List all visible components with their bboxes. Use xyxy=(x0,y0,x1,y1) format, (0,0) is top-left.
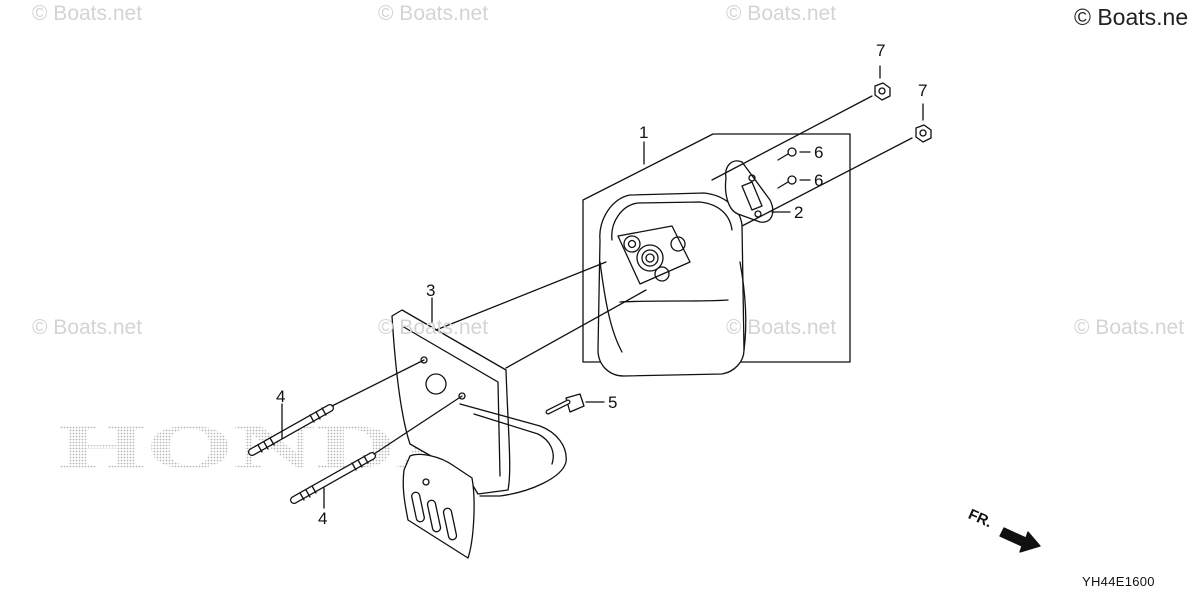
bolt xyxy=(545,393,605,415)
nut-lower xyxy=(915,124,932,143)
leader-nut-lower xyxy=(741,137,913,227)
watermark: © Boats.net xyxy=(378,316,489,339)
callout-nut-lower: 7 xyxy=(918,81,928,100)
callout-gasket: 2 xyxy=(794,203,804,222)
stud-upper xyxy=(248,359,425,456)
gasket xyxy=(724,160,774,223)
leader-shield-muffler-a xyxy=(435,261,607,331)
front-direction-arrow xyxy=(999,527,1041,553)
watermark: © Boats.net xyxy=(726,2,837,25)
nut-upper xyxy=(874,82,891,101)
callout-heat-shield: 3 xyxy=(426,281,436,300)
watermark: © Boats.net xyxy=(726,316,837,339)
callout-screw-lower: 6 xyxy=(814,171,824,190)
diagram-code: YH44E1600 xyxy=(1082,574,1155,589)
watermark: © Boats.net xyxy=(32,2,143,25)
screw-lower xyxy=(777,175,811,189)
heat-shield xyxy=(391,309,567,559)
callout-screw-upper: 6 xyxy=(814,143,824,162)
watermark-corner: © Boats.ne xyxy=(1074,4,1189,30)
callout-muffler: 1 xyxy=(639,123,649,142)
callout-stud-lower: 4 xyxy=(318,509,328,528)
screw-upper xyxy=(777,147,811,161)
muffler-assembly-box xyxy=(582,133,851,363)
leader-nut-upper xyxy=(711,95,873,181)
stud-lower xyxy=(290,395,463,504)
watermark: © Boats.net xyxy=(378,2,489,25)
callout-bolt: 5 xyxy=(608,393,618,412)
leader-shield-muffler-b xyxy=(505,289,647,369)
muffler xyxy=(597,192,747,377)
callout-stud-upper: 4 xyxy=(276,387,286,406)
watermark: © Boats.net xyxy=(32,316,143,339)
watermark: © Boats.net xyxy=(1074,316,1185,339)
callout-nut-upper: 7 xyxy=(876,41,886,60)
